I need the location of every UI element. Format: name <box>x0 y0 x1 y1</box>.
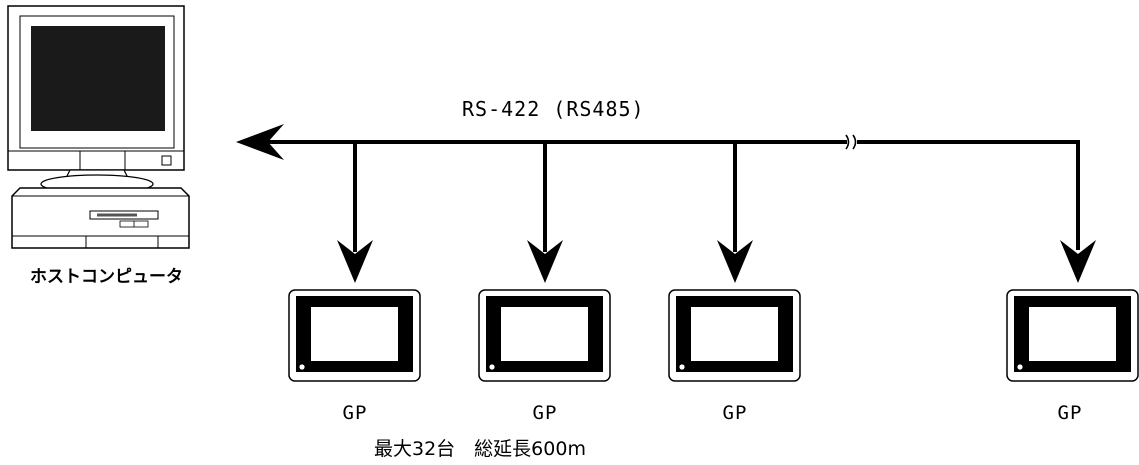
drop-line-3 <box>717 142 753 283</box>
monitor-screen <box>31 26 165 131</box>
drop-line-4 <box>1060 240 1096 283</box>
bus-label: RS-422 (RS485) <box>462 97 645 121</box>
host-computer-icon <box>7 5 190 249</box>
gp-terminal-icon <box>668 289 801 382</box>
gp-terminal-icon <box>288 289 421 382</box>
drop-line-1 <box>337 142 373 283</box>
gp-terminal-icon <box>1006 289 1139 382</box>
gp-terminal-icon <box>478 289 611 382</box>
power-button-icon <box>161 155 172 166</box>
capacity-note: 最大32台 総延長600m <box>374 438 586 460</box>
arrow-down-icon <box>337 240 373 283</box>
host-computer-label: ホストコンピュータ <box>30 267 183 287</box>
arrow-down-icon <box>527 240 563 283</box>
gp-label: GP <box>342 402 368 424</box>
floppy-drive-icon <box>89 210 159 228</box>
gp-label: GP <box>722 402 748 424</box>
arrow-down-icon <box>717 240 753 283</box>
gp-label: GP <box>1057 402 1083 424</box>
arrow-down-icon <box>1060 240 1096 283</box>
host-arrow-icon <box>236 124 284 160</box>
gp-label: GP <box>532 402 558 424</box>
line-break-icon <box>845 134 857 150</box>
drop-line-2 <box>527 142 563 283</box>
bus-line <box>262 134 1080 250</box>
